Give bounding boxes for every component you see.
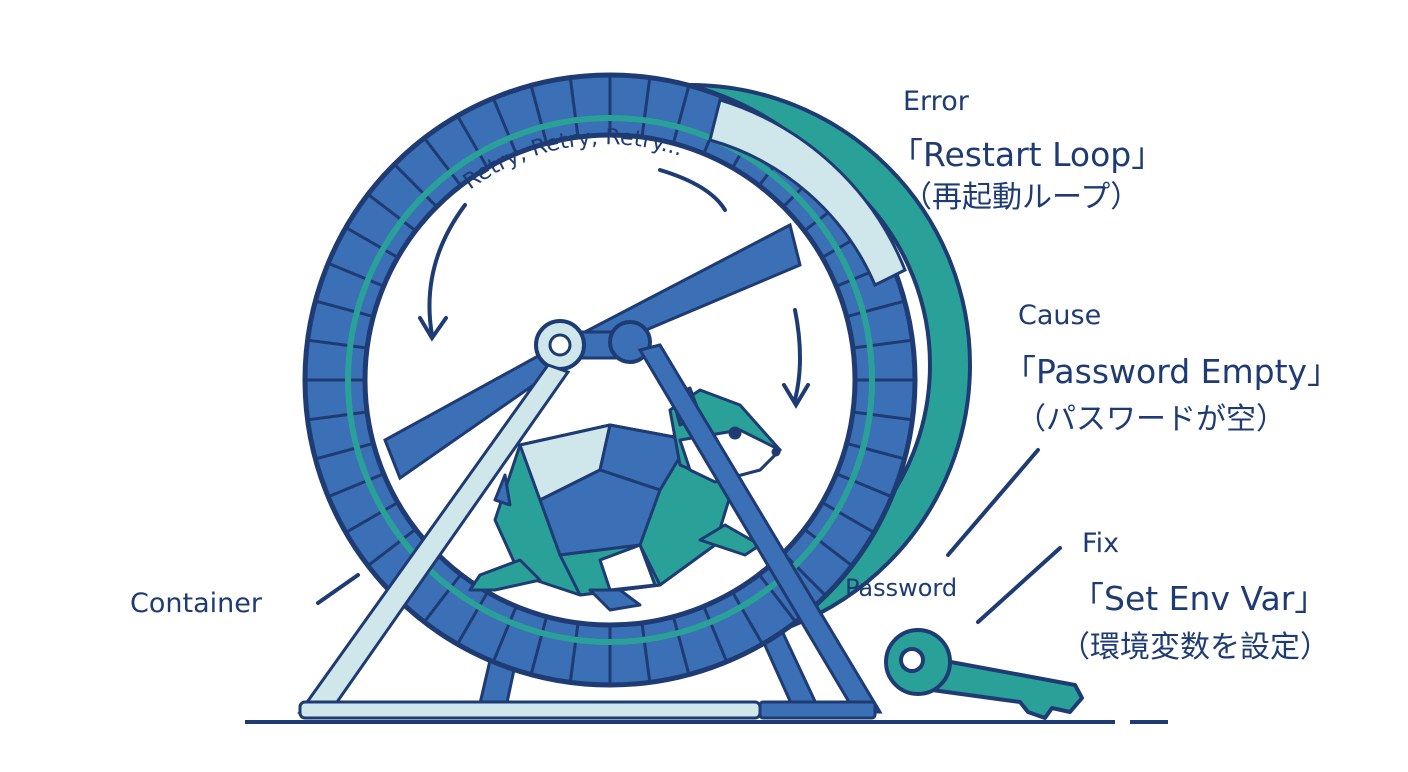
wheel-slat [315, 441, 374, 461]
wheel-slat [367, 527, 417, 567]
fix-jp: （環境変数を設定） [1060, 630, 1330, 665]
wheel-slat [307, 338, 368, 350]
retry-arrows [418, 168, 810, 409]
wheel-slat [803, 527, 853, 567]
wheel-highlight [708, 98, 907, 288]
wheel-slat [327, 472, 385, 499]
wheel-slat [367, 193, 417, 233]
wheel-slat [307, 410, 368, 422]
wheel-slat [491, 605, 518, 663]
cause-name: 「Password Empty」 [1003, 352, 1341, 391]
front-stand [297, 343, 883, 720]
wheel-slat [835, 472, 893, 499]
wheel-slat [423, 573, 463, 623]
wheel-slat [327, 261, 385, 288]
wheel-slat [640, 622, 652, 683]
wheel-slat [846, 441, 905, 461]
cause-heading: Cause [1018, 300, 1102, 331]
error-name: 「Restart Loop」 [890, 135, 1165, 174]
error-heading: Error [903, 86, 969, 117]
wheel-slat [568, 77, 580, 138]
wheel-slat [345, 501, 399, 534]
wheel-slat [529, 616, 549, 675]
wheel-slat [671, 616, 691, 675]
key-icon [884, 628, 1084, 720]
fix-name: 「Set Env Var」 [1071, 579, 1328, 618]
wheel-slat [529, 85, 549, 144]
wheel-slat [456, 115, 489, 169]
wheel-slat [852, 410, 913, 422]
wheel-slat [702, 605, 729, 663]
cause-jp: （パスワードが空） [1016, 402, 1286, 437]
wheel-slat [393, 163, 438, 208]
error-jp: （再起動ループ） [902, 180, 1141, 215]
wheel-slat [640, 77, 652, 138]
wheel-slat [852, 338, 913, 350]
password-label: Password [845, 574, 958, 602]
wheel-slat [345, 226, 399, 259]
wheel-slat [423, 137, 463, 187]
wheel-slat [456, 591, 489, 645]
wheel-slat [757, 573, 797, 623]
fix-heading: Fix [1082, 528, 1120, 559]
wheel-slat [731, 591, 764, 645]
wheel-slat [821, 501, 875, 534]
wheel-slat [315, 299, 374, 319]
container-label: Container [130, 588, 262, 619]
wheel-slat [568, 622, 580, 683]
wheel-slat [846, 299, 905, 319]
leader-lines [316, 448, 1062, 624]
wheel-slat [671, 85, 691, 144]
wheel-slat [491, 97, 518, 155]
